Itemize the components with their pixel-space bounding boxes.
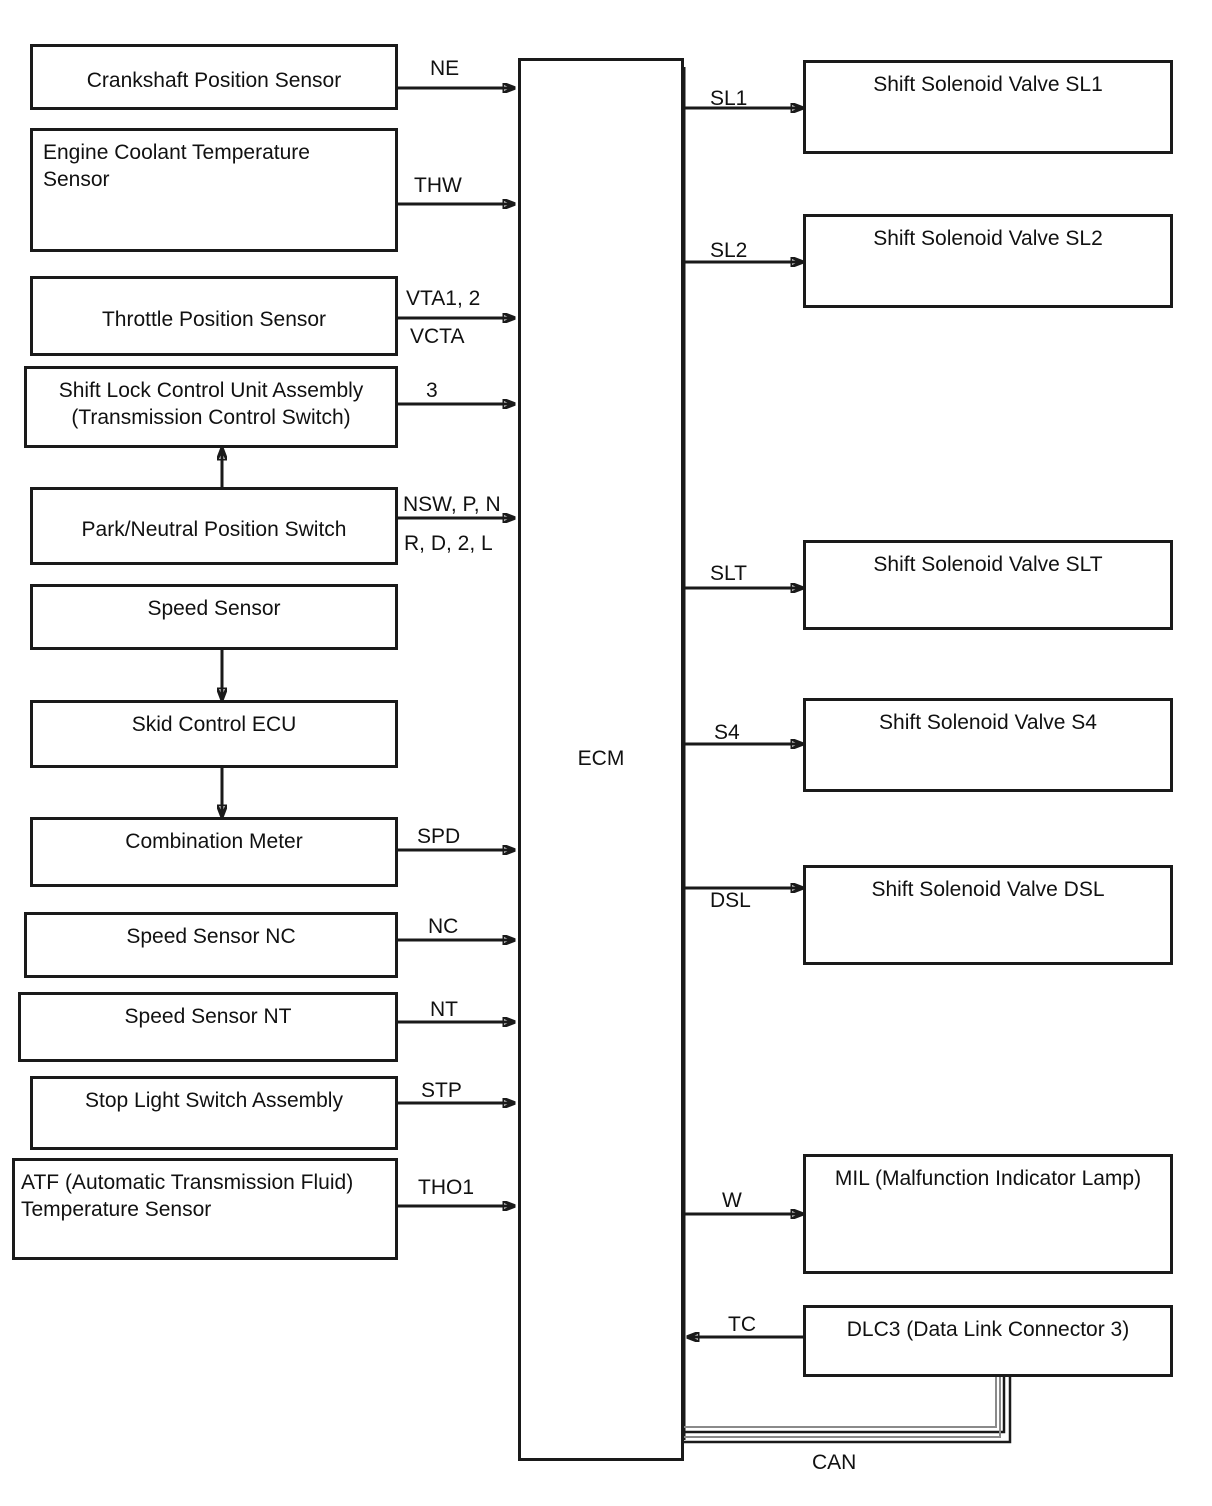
signal-label-thw: THW bbox=[414, 174, 462, 197]
signal-label-s4: S4 bbox=[714, 721, 740, 744]
box-label: Park/Neutral Position Switch bbox=[81, 518, 347, 542]
signal-label-nt: NT bbox=[430, 998, 458, 1021]
box-crankshaft-position-sensor[interactable]: Crankshaft Position Sensor bbox=[30, 44, 398, 110]
signal-label-spd: SPD bbox=[417, 825, 461, 848]
signal-label-slt: SLT bbox=[710, 562, 747, 585]
box-throttle-position-sensor[interactable]: Throttle Position Sensor bbox=[30, 276, 398, 356]
box-label: Stop Light Switch Assembly bbox=[85, 1089, 343, 1112]
signal-label-ne: NE bbox=[430, 57, 460, 80]
box-skid-control-ecu[interactable]: Skid Control ECU bbox=[30, 700, 398, 768]
box-label: Speed Sensor bbox=[147, 597, 281, 620]
box-shift-solenoid-valve-slt[interactable]: Shift Solenoid Valve SLT bbox=[803, 540, 1173, 630]
box-malfunction-indicator-lamp[interactable]: MIL (Malfunction Indicator Lamp) bbox=[803, 1154, 1173, 1274]
box-atf-temperature-sensor[interactable]: ATF (Automatic Transmission Fluid) Tempe… bbox=[12, 1158, 398, 1260]
box-shift-solenoid-valve-sl2[interactable]: Shift Solenoid Valve SL2 bbox=[803, 214, 1173, 308]
box-engine-coolant-temperature-sensor[interactable]: Engine Coolant Temperature Sensor bbox=[30, 128, 398, 252]
box-label: Shift Solenoid Valve S4 bbox=[879, 711, 1097, 734]
signal-label-tc: TC bbox=[728, 1313, 756, 1336]
box-label: Shift Solenoid Valve SLT bbox=[873, 553, 1103, 576]
box-label: Shift Solenoid Valve DSL bbox=[871, 878, 1105, 901]
box-shift-solenoid-valve-dsl[interactable]: Shift Solenoid Valve DSL bbox=[803, 865, 1173, 965]
box-speed-sensor[interactable]: Speed Sensor bbox=[30, 584, 398, 650]
box-shift-solenoid-valve-sl1[interactable]: Shift Solenoid Valve SL1 bbox=[803, 60, 1173, 154]
box-shift-lock-control-unit-assembly[interactable]: Shift Lock Control Unit Assembly (Transm… bbox=[24, 366, 398, 448]
signal-label-sl2: SL2 bbox=[710, 239, 748, 262]
signal-label-vcta: VCTA bbox=[410, 325, 465, 348]
signal-label-rd2l: R, D, 2, L bbox=[404, 532, 493, 555]
signal-label-can: CAN bbox=[812, 1451, 857, 1474]
box-label: Crankshaft Position Sensor bbox=[86, 69, 342, 93]
box-label: DLC3 (Data Link Connector 3) bbox=[846, 1318, 1130, 1341]
box-label: Shift Solenoid Valve SL1 bbox=[873, 73, 1103, 96]
signal-label-dsl: DSL bbox=[710, 889, 751, 912]
box-dlc3-data-link-connector-3[interactable]: DLC3 (Data Link Connector 3) bbox=[803, 1305, 1173, 1377]
box-label: Throttle Position Sensor bbox=[101, 308, 327, 332]
box-label: Skid Control ECU bbox=[131, 713, 297, 736]
signal-label-nsw: NSW, P, N bbox=[403, 493, 501, 516]
box-label: Shift Solenoid Valve SL2 bbox=[873, 227, 1103, 250]
box-label: MIL (Malfunction Indicator Lamp) bbox=[834, 1167, 1142, 1190]
signal-label-tho1: THO1 bbox=[418, 1176, 475, 1199]
signal-label-nc: NC bbox=[428, 915, 459, 938]
signal-label-sl1: SL1 bbox=[710, 87, 748, 110]
box-ecm[interactable]: ECM bbox=[518, 58, 684, 1461]
box-label: Speed Sensor NC bbox=[126, 925, 296, 948]
box-shift-solenoid-valve-s4[interactable]: Shift Solenoid Valve S4 bbox=[803, 698, 1173, 792]
box-stop-light-switch-assembly[interactable]: Stop Light Switch Assembly bbox=[30, 1076, 398, 1150]
signal-label-w: W bbox=[722, 1189, 742, 1212]
box-label: ATF (Automatic Transmission Fluid) Tempe… bbox=[21, 1171, 354, 1221]
signal-label-3: 3 bbox=[426, 379, 438, 402]
box-label: Speed Sensor NT bbox=[124, 1005, 292, 1028]
box-label: Combination Meter bbox=[125, 830, 303, 853]
signal-label-stp: STP bbox=[421, 1079, 462, 1102]
box-speed-sensor-nc[interactable]: Speed Sensor NC bbox=[24, 912, 398, 978]
box-park-neutral-position-switch[interactable]: Park/Neutral Position Switch bbox=[30, 487, 398, 565]
box-speed-sensor-nt[interactable]: Speed Sensor NT bbox=[18, 992, 398, 1062]
signal-label-vta: VTA1, 2 bbox=[406, 287, 481, 310]
box-label: Engine Coolant Temperature Sensor bbox=[43, 141, 310, 191]
box-combination-meter[interactable]: Combination Meter bbox=[30, 817, 398, 887]
box-label: Shift Lock Control Unit Assembly (Transm… bbox=[58, 379, 364, 429]
ecm-label: ECM bbox=[577, 747, 625, 771]
